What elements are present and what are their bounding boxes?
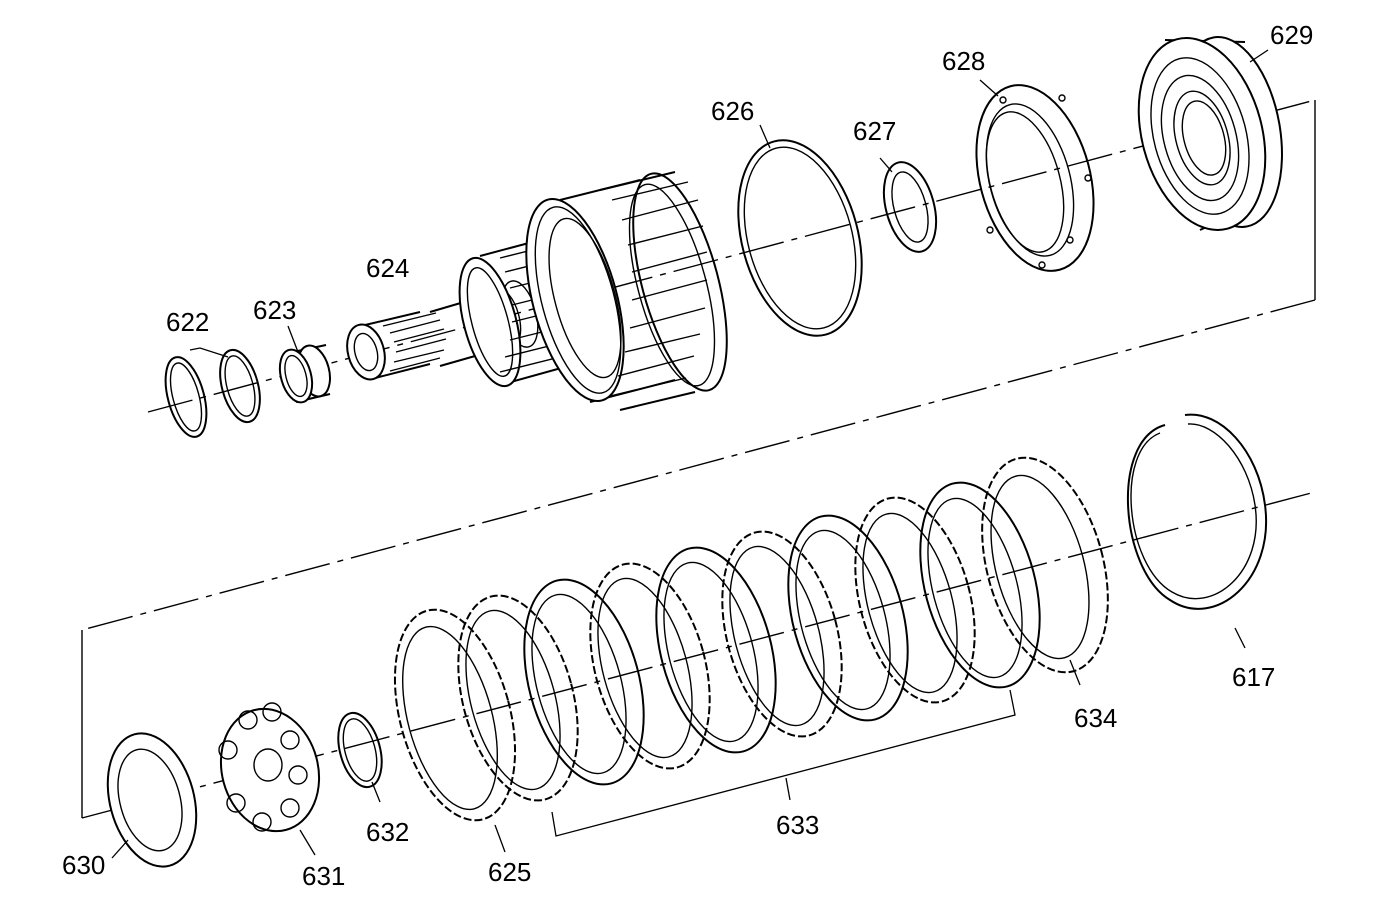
callout-633: 633 [776, 810, 819, 840]
part-622-snap-rings [164, 347, 261, 438]
callout-632: 632 [366, 817, 409, 847]
callout-625: 625 [488, 857, 531, 887]
callout-628: 628 [942, 46, 985, 76]
part-632-snap-ring [337, 711, 383, 803]
part-629-piston [1137, 36, 1283, 231]
part-628-piston-housing [975, 79, 1095, 272]
callout-634: 634 [1074, 703, 1117, 733]
part-631-spring-assembly [218, 702, 321, 856]
callout-627: 627 [853, 116, 896, 146]
part-627-seal [879, 157, 938, 253]
upper-center-axis [147, 99, 1316, 413]
part-634-backing-plate [981, 456, 1109, 686]
callout-622: 622 [166, 307, 209, 337]
callout-624: 624 [366, 253, 409, 283]
part-630-retainer [106, 732, 198, 868]
callout-631: 631 [302, 861, 345, 891]
part-626-snap-ring [737, 124, 863, 337]
callout-617: 617 [1232, 662, 1275, 692]
part-625-apply-plate [393, 608, 517, 853]
callout-630: 630 [62, 850, 105, 880]
callout-626: 626 [711, 96, 754, 126]
connecting-axis [81, 299, 1316, 631]
part-623-bushing [278, 325, 331, 404]
part-624-input-shaft-housing [346, 171, 728, 411]
part-617-snap-ring [1127, 413, 1268, 649]
callout-623: 623 [253, 295, 296, 325]
callout-629: 629 [1270, 20, 1313, 50]
part-633-clutch-plates [457, 481, 1041, 837]
